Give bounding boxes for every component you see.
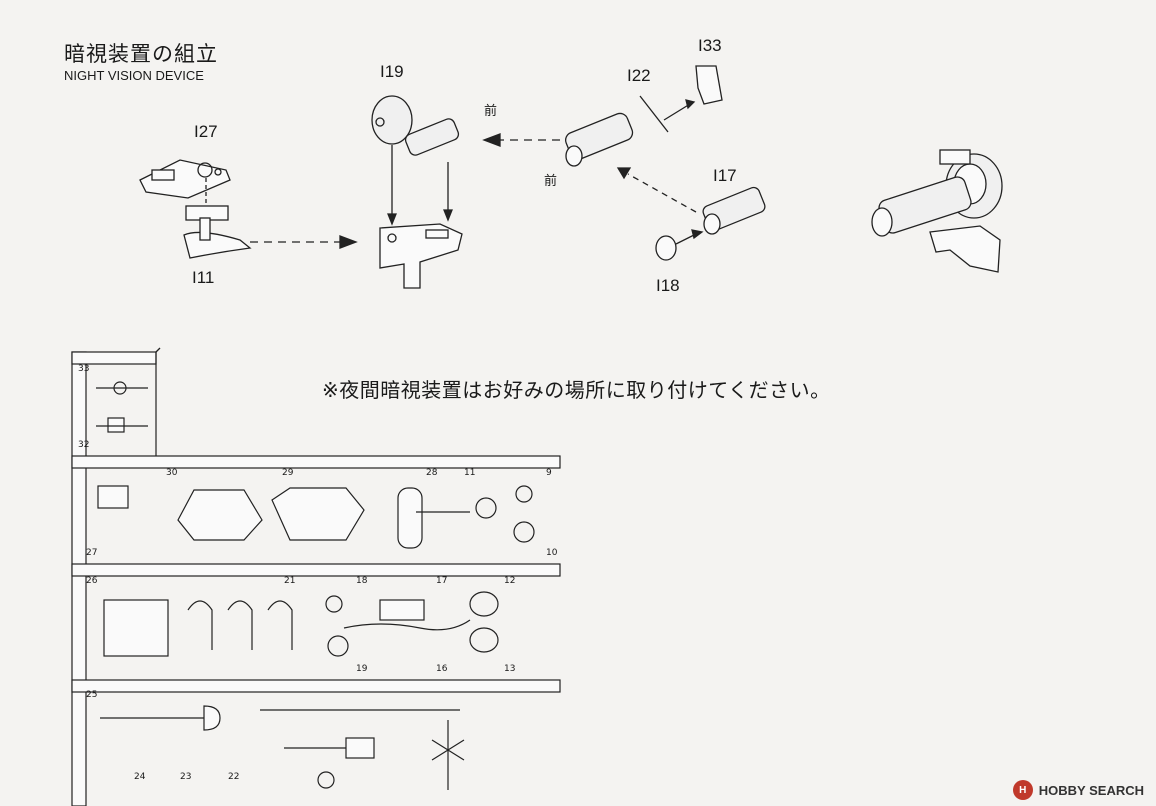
front-label: 前: [544, 174, 558, 189]
part-label-i17: I17: [713, 166, 737, 185]
sprue-number: 23: [180, 772, 192, 782]
sprue-number: 13: [504, 664, 516, 674]
sprue-number: 28: [426, 468, 438, 478]
sprue-number: 10: [546, 548, 558, 558]
sprue-number: 19: [356, 664, 368, 674]
watermark: H HOBBY SEARCH: [1012, 780, 1144, 800]
sprue-number: 26: [86, 576, 98, 586]
part-i33: [663, 65, 723, 121]
part-i11: [183, 205, 252, 259]
sprue-number: 21: [284, 576, 296, 586]
sprue-number: 29: [282, 468, 294, 478]
sprue-number: 33: [78, 364, 90, 374]
sprue-frame: [71, 351, 561, 806]
assembly-note: ※夜間暗視装置はお好みの場所に取り付けてください。: [322, 378, 831, 402]
part-i17: [702, 186, 766, 235]
sprue-number: 16: [436, 664, 448, 674]
page-title-en: NIGHT VISION DEVICE: [64, 68, 204, 83]
part-i19-assembly: [371, 95, 463, 289]
sprue-number: 22: [228, 772, 240, 782]
sprue-number: 27: [86, 548, 98, 558]
part-label-i33: I33: [698, 36, 722, 55]
part-label-i11: I11: [192, 268, 215, 287]
sprue-number: 32: [78, 440, 90, 450]
part-label-i27: I27: [194, 122, 218, 141]
sprue-number: 18: [356, 576, 368, 586]
watermark-logo-icon: H: [1012, 780, 1033, 800]
part-label-i18: I18: [656, 276, 680, 295]
sprue-number: 30: [166, 468, 178, 478]
front-label: 前: [484, 104, 498, 119]
sprue-number: 9: [546, 468, 552, 478]
part-i22: [564, 95, 669, 167]
completed-assembly: [871, 149, 1003, 273]
sprue-number: 25: [86, 690, 98, 700]
sprue-number: 11: [464, 468, 476, 478]
page-title-jp: 暗視装置の組立: [64, 42, 218, 66]
sprue-number: 12: [504, 576, 516, 586]
sprue-number: 24: [134, 772, 146, 782]
watermark-text: HOBBY SEARCH: [1038, 782, 1144, 798]
part-label-i19: I19: [380, 62, 404, 81]
sprue-number: 17: [436, 576, 448, 586]
part-label-i22: I22: [627, 66, 651, 85]
part-i18: [655, 229, 704, 261]
part-i27: [139, 159, 231, 199]
